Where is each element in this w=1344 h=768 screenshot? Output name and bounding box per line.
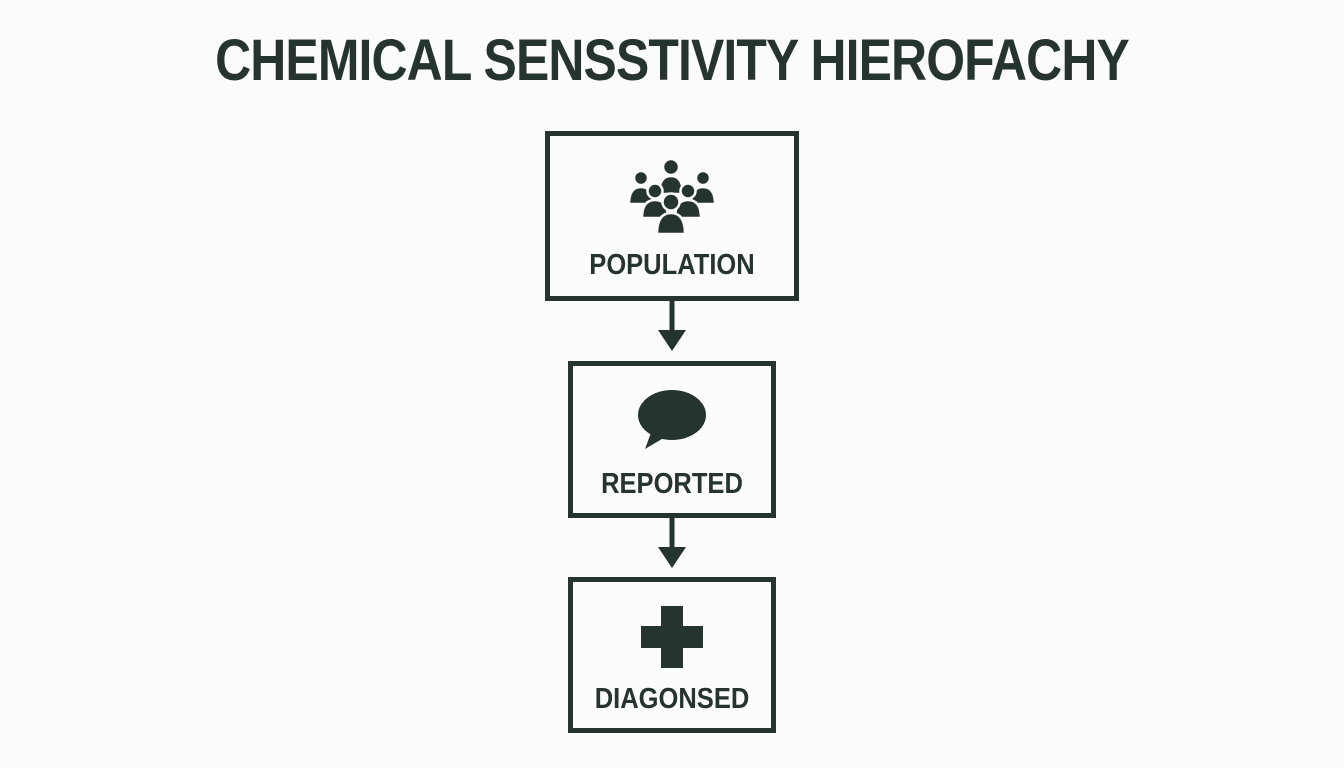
down-arrow [658, 516, 686, 568]
node-population: POPULATION [545, 131, 799, 301]
speech-bubble-icon [638, 390, 706, 449]
node-label: POPULATION [589, 249, 755, 281]
people-group-icon [627, 158, 717, 236]
node-reported: REPORTED [568, 361, 776, 518]
node-diagnosed: DIAGONSED [568, 577, 776, 733]
medical-cross-icon [641, 606, 703, 668]
node-label: DIAGONSED [594, 683, 750, 715]
down-arrow [658, 299, 686, 351]
diagram-title: CHEMICAL SENSSTIVITY HIEROFACHY [215, 28, 1130, 93]
node-label: REPORTED [601, 468, 743, 500]
